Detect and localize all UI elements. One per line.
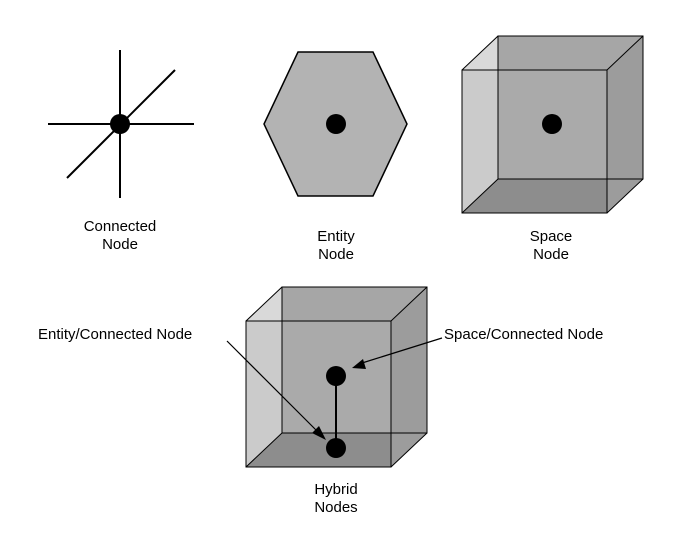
entity-node-label-line2: Node [318, 246, 354, 263]
connected-node-figure [48, 50, 194, 198]
connected-node-dot [110, 114, 130, 134]
connected-node-label: Connected Node [60, 218, 180, 254]
space-cube-front-face [462, 70, 607, 213]
entity-connected-arrow-line [226, 340, 319, 433]
entity-connected-callout-label: Entity/Connected Node [38, 326, 193, 343]
hybrid-entity-node-dot [326, 438, 346, 458]
space-cube-bottom-face [462, 179, 643, 213]
hybrid-space-node-dot [326, 366, 346, 386]
entity-node-label-line1: Entity [317, 228, 355, 245]
space-connected-arrow-line [361, 337, 443, 364]
hybrid-nodes-label-line2: Nodes [314, 499, 358, 516]
hybrid-cube-right-face [391, 287, 427, 467]
space-node-label: Space Node [491, 228, 611, 264]
entity-connected-arrowhead [312, 426, 326, 440]
space-node-dot [542, 114, 562, 134]
space-node-figure [461, 35, 644, 214]
hybrid-nodes-figure [245, 286, 428, 468]
entity-node-label: Entity Node [276, 228, 396, 264]
space-cube-left-face [462, 36, 498, 213]
entity-node-figure [263, 51, 408, 197]
connected-node-label-line2: Node [102, 236, 138, 253]
callout-arrows [226, 337, 443, 440]
entity-node-dot [326, 114, 346, 134]
space-cube-right-face [607, 36, 643, 213]
hybrid-nodes-label: Hybrid Nodes [276, 481, 396, 517]
connected-node-label-line1: Connected [83, 218, 157, 235]
space-connected-arrowhead [352, 359, 366, 369]
hybrid-nodes-label-line1: Hybrid [314, 481, 358, 498]
space-node-label-line1: Space [529, 228, 573, 245]
hybrid-cube-left-face [246, 287, 282, 467]
space-node-label-line2: Node [533, 246, 569, 263]
space-connected-callout-label: Space/Connected Node [444, 326, 604, 343]
hybrid-cube-front-face [246, 321, 391, 467]
